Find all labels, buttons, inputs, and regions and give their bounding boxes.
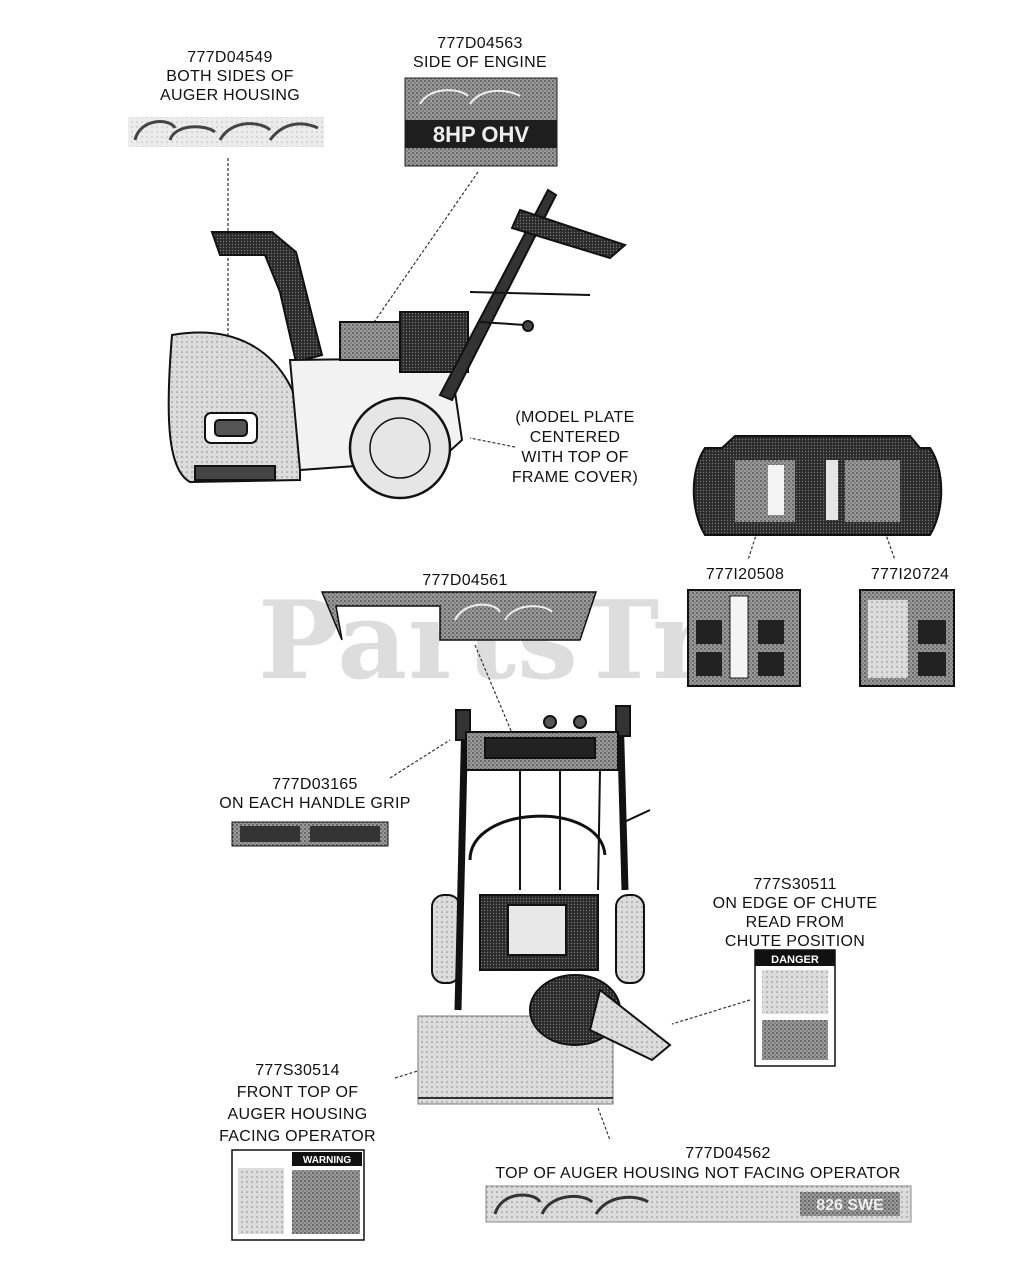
label-line: CHUTE POSITION xyxy=(724,933,866,950)
label-line: FRAME COVER) xyxy=(511,469,639,486)
label-777i20724: 777I20724 xyxy=(855,565,965,584)
model-number-text: 826 SWE xyxy=(816,1197,884,1214)
part-number: 777S30511 xyxy=(753,876,837,893)
label-777d04563: 777D04563 SIDE OF ENGINE xyxy=(395,34,565,72)
part-number: 777D04563 xyxy=(437,35,523,52)
label-777d04561: 777D04561 xyxy=(405,571,525,590)
label-line: READ FROM xyxy=(745,914,845,931)
label-777s30511: 777S30511 ON EDGE OF CHUTE READ FROM CHU… xyxy=(700,875,890,951)
danger-heading: DANGER xyxy=(771,954,819,966)
label-777s30514: 777S30514 FRONT TOP OF AUGER HOUSING FAC… xyxy=(200,1060,395,1148)
decal-777i20508 xyxy=(687,589,801,687)
label-line: FACING OPERATOR xyxy=(219,1128,376,1145)
label-line: FRONT TOP OF xyxy=(236,1084,359,1101)
decal-777d04561 xyxy=(320,591,598,641)
label-line: AUGER HOUSING xyxy=(160,87,300,104)
label-line: (MODEL PLATE xyxy=(515,409,635,426)
label-777d04549: 777D04549 BOTH SIDES OF AUGER HOUSING xyxy=(140,48,320,105)
label-777i20508: 777I20508 xyxy=(690,565,800,584)
snow-thrower-side-view xyxy=(167,188,627,500)
part-number: 777D04549 xyxy=(187,49,273,66)
label-line: ON EDGE OF CHUTE xyxy=(712,895,878,912)
label-line: TOP OF AUGER HOUSING NOT FACING OPERATOR xyxy=(495,1165,901,1182)
decal-777i20724 xyxy=(859,589,955,687)
danger-decal: DANGER xyxy=(754,949,836,1067)
warning-heading: WARNING xyxy=(303,1155,352,1166)
snow-thrower-rear-view xyxy=(417,705,672,1105)
part-number: 777D03165 xyxy=(272,776,358,793)
engine-hp-text: 8HP OHV xyxy=(433,122,530,147)
label-line: SIDE OF ENGINE xyxy=(413,54,547,71)
label-line: WITH TOP OF xyxy=(521,449,629,466)
label-model-plate: (MODEL PLATE CENTERED WITH TOP OF FRAME … xyxy=(500,408,650,488)
part-number: 777I20508 xyxy=(705,566,785,583)
handle-grip-decals xyxy=(231,821,389,847)
label-line: BOTH SIDES OF xyxy=(166,68,294,85)
part-number: 777S30514 xyxy=(255,1062,340,1079)
decal-777d04562: 826 SWE xyxy=(485,1185,912,1223)
label-777d04562: 777D04562 TOP OF AUGER HOUSING NOT FACIN… xyxy=(478,1144,918,1184)
label-line: AUGER HOUSING xyxy=(227,1106,368,1123)
label-line: ON EACH HANDLE GRIP xyxy=(219,795,411,812)
label-line: CENTERED xyxy=(529,429,621,446)
engine-decal: 8HP OHV xyxy=(404,77,558,167)
warning-decal: WARNING xyxy=(231,1149,365,1241)
part-number: 777D04561 xyxy=(422,572,508,589)
cub-cadet-logo-decal xyxy=(128,117,324,147)
control-panel-decal xyxy=(692,435,943,536)
label-777d03165: 777D03165 ON EACH HANDLE GRIP xyxy=(200,775,430,813)
part-number: 777D04562 xyxy=(685,1145,771,1162)
part-number: 777I20724 xyxy=(870,566,950,583)
